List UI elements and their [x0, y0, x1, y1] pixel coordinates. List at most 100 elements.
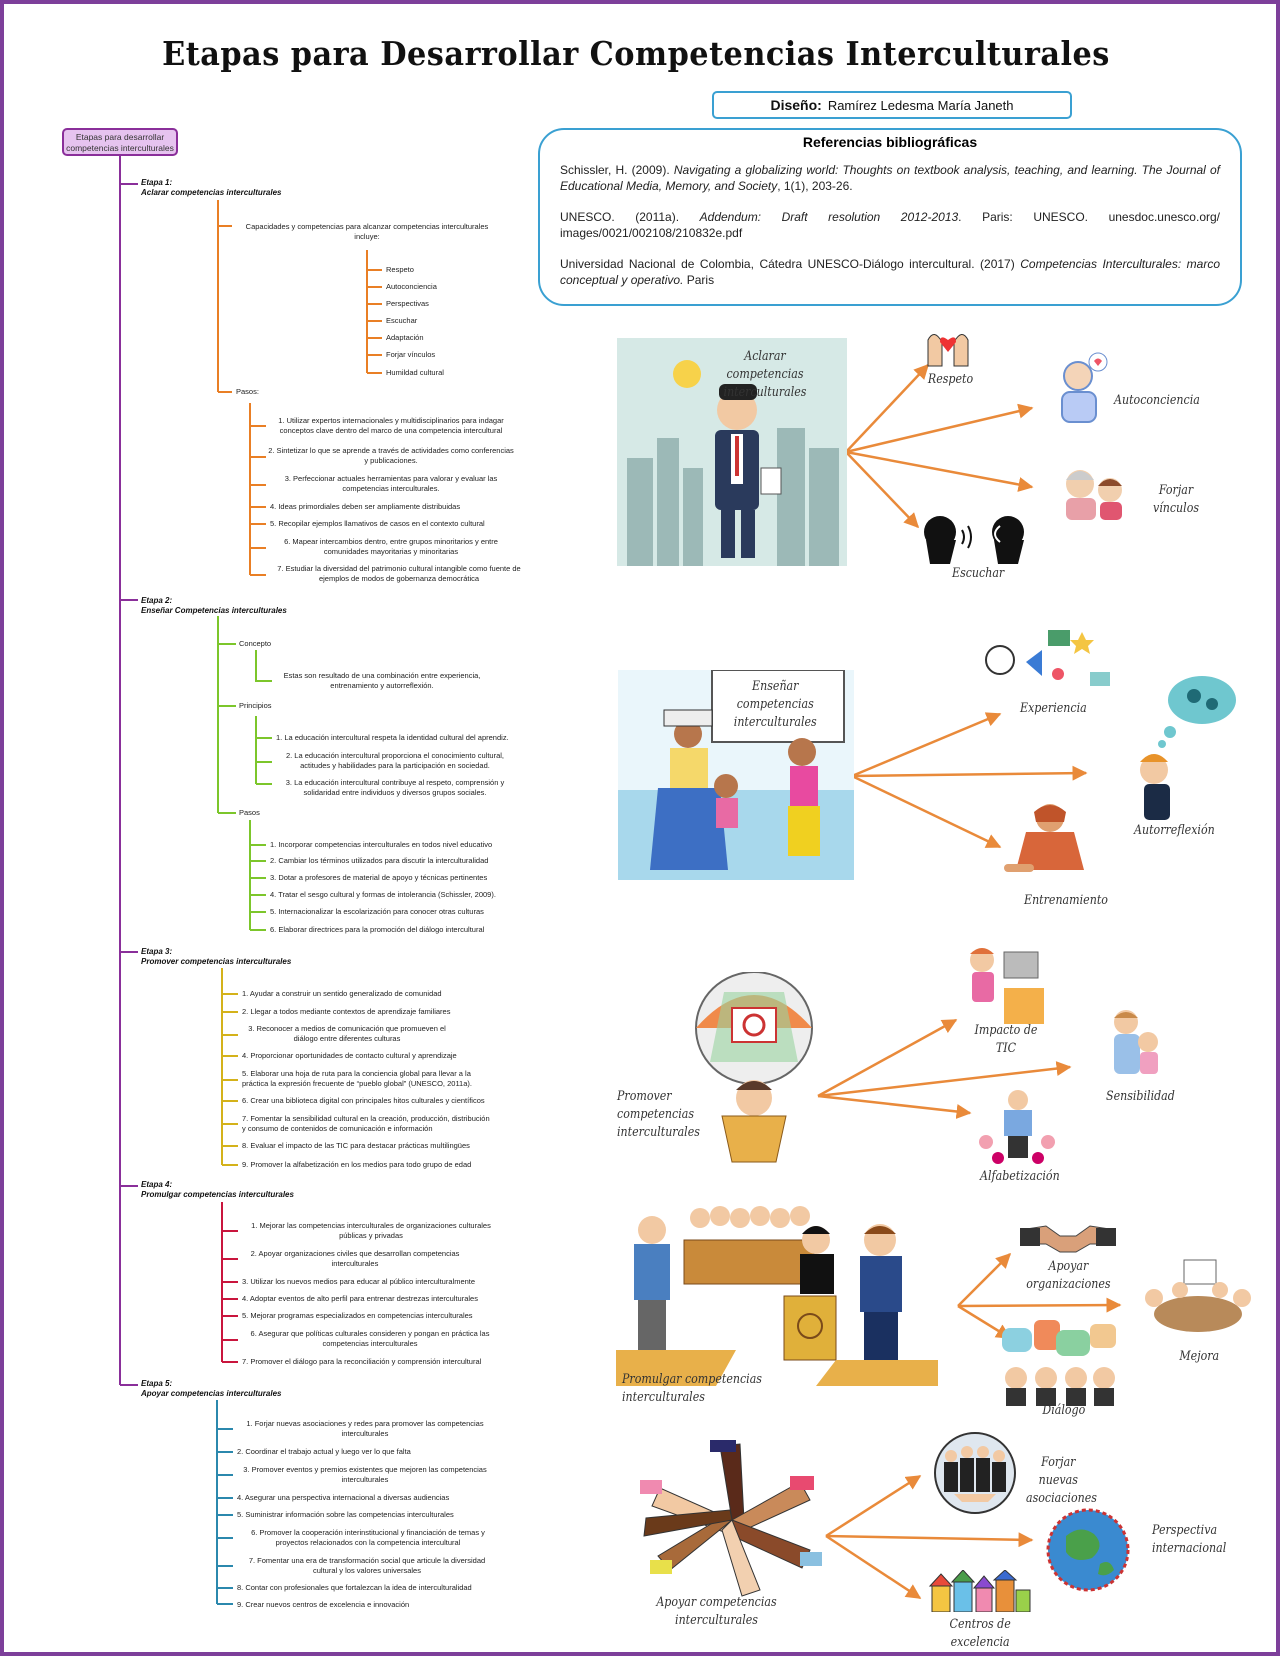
target-label: Forjar nuevas asociaciones: [1026, 1455, 1097, 1506]
step-item: 3. Dotar a profesores de material de apo…: [270, 873, 488, 882]
page-title: Etapas para Desarrollar Competencias Int…: [162, 34, 1110, 73]
teacher-illustration: [617, 338, 847, 566]
classroom-illustration: [618, 670, 854, 880]
training-icon: [1004, 804, 1084, 872]
reference-item: UNESCO. (2011a). Addendum: Draft resolut…: [560, 209, 1220, 241]
experience-icon: [985, 630, 1110, 686]
target-label: Escuchar: [952, 566, 1005, 581]
reference-text: Universidad Nacional de Colombia, Cátedr…: [560, 257, 1021, 271]
target-label: Impacto de TIC: [974, 1023, 1038, 1056]
step-item: 1. Forjar nuevas asociaciones y redes pa…: [246, 1419, 484, 1438]
target-label: Alfabetización: [980, 1169, 1060, 1184]
value-item: Adaptación: [386, 333, 424, 342]
sensitivity-icon: [1114, 1010, 1158, 1074]
step-item: 6. Promover la cooperación interinstituc…: [251, 1528, 485, 1547]
design-credit: Diseño: Ramírez Ledesma María Janeth: [712, 91, 1072, 119]
self-awareness-icon: [1061, 352, 1108, 423]
globe-icon: [1046, 1508, 1130, 1592]
target-label: Diálogo: [1042, 1403, 1086, 1418]
principle-item: 1. La educación intercultural respeta la…: [276, 733, 509, 742]
target-label: Entrenamiento: [1024, 893, 1108, 908]
target-label: Autorreflexión: [1134, 823, 1215, 838]
stage-3-subtitle: Promover competencias interculturales: [141, 957, 292, 966]
step-item: 6. Asegurar que políticas culturales con…: [250, 1329, 490, 1348]
stage-1-subtitle: Aclarar competencias interculturales: [141, 188, 282, 197]
value-item: Perspectivas: [386, 299, 429, 308]
step-item: 9. Promover la alfabetización en los med…: [242, 1160, 472, 1169]
step-item: 9. Crear nuevos centros de excelencia e …: [237, 1600, 410, 1609]
step-item: 5. Internacionalizar la escolarización p…: [270, 907, 484, 916]
step-item: 6. Elaborar directrices para la promoció…: [270, 925, 485, 934]
court-illustration: [616, 1200, 938, 1386]
stage-2-pasos-label: Pasos: [239, 808, 260, 817]
stage-5-title: Etapa 5:: [141, 1379, 173, 1388]
teamwork-icon: [1145, 1259, 1251, 1332]
target-label: Perspectiva internacional: [1152, 1523, 1227, 1556]
handshake-icon: [1020, 1225, 1116, 1253]
reference-text: . Paris: UNESCO. unesdoc.unesco.org/ ima…: [560, 210, 1220, 240]
references-box: Referencias bibliográficas Schissler, H.…: [538, 128, 1242, 306]
respect-hands-icon: [927, 334, 969, 367]
stages-tree: Etapas para desarrollar competencias int…: [0, 0, 560, 1656]
design-label: Diseño:: [770, 97, 822, 113]
stage-2-concepto: Estas son resultado de una combinación e…: [283, 671, 481, 690]
reference-text: , 1(1), 203-26.: [777, 179, 853, 193]
bonding-icon: [1066, 470, 1122, 520]
references-heading: Referencias bibliográficas: [802, 134, 978, 150]
step-item: 7. Promover el diálogo para la reconcili…: [242, 1357, 482, 1366]
stage-1-caption: Aclarar competencias interculturales: [723, 349, 807, 400]
stage-2-heading: Etapa 2:Enseñar Competencias intercultur…: [141, 596, 287, 616]
step-item: 2. Coordinar el trabajo actual y luego v…: [237, 1447, 411, 1456]
design-author: Ramírez Ledesma María Janeth: [827, 98, 1014, 113]
stage-2-title: Etapa 2:: [141, 596, 173, 605]
value-item: Forjar vínculos: [386, 350, 436, 359]
hands-illustration: [640, 1440, 822, 1597]
step-item: 6. Crear una biblioteca digital con prin…: [242, 1096, 485, 1105]
tree-root: Etapas para desarrollar competencias int…: [62, 128, 178, 156]
step-item: 6. Mapear intercambios dentro, entre gru…: [284, 537, 498, 556]
step-item: 7. Fomentar la sensibilidad cultural en …: [242, 1114, 490, 1133]
target-label: Autoconciencia: [1114, 393, 1200, 408]
target-label: Experiencia: [1020, 701, 1087, 716]
target-label: Apoyar organizaciones: [1026, 1259, 1111, 1292]
principle-item: 2. La educación intercultural proporcion…: [285, 751, 505, 770]
stage-2-concepto-label: Concepto: [239, 639, 272, 648]
step-item: 3. Perfeccionar actuales herramientas pa…: [284, 474, 498, 493]
balloon-illustration: [695, 972, 813, 1163]
step-item: 8. Evaluar el impacto de las TIC para de…: [242, 1141, 470, 1150]
step-item: 4. Adoptar eventos de alto perfil para e…: [242, 1294, 478, 1303]
value-item: Humildad cultural: [386, 368, 444, 377]
reference-title: Navigating a globalizing world: Thoughts…: [560, 163, 1221, 193]
stage-1-capacidades: Capacidades y competencias para alcanzar…: [245, 222, 489, 241]
step-item: 1. Mejorar las competencias intercultura…: [251, 1221, 491, 1240]
reference-text: Schissler, H. (2009).: [560, 163, 674, 177]
stage-2-subtitle: Enseñar Competencias interculturales: [141, 606, 287, 615]
lightbulb-icon: [673, 360, 701, 388]
step-item: 7. Fomentar una era de transformación so…: [248, 1556, 486, 1575]
principle-item: 3. La educación intercultural contribuye…: [285, 778, 505, 797]
step-item: 1. Utilizar expertos internacionales y m…: [278, 416, 504, 435]
step-item: 4. Ideas primordiales deben ser ampliame…: [270, 502, 461, 511]
step-item: 1. Ayudar a construir un sentido general…: [242, 989, 442, 998]
value-item: Autoconciencia: [386, 282, 437, 291]
target-label: Forjar vínculos: [1152, 483, 1200, 516]
step-item: 1. Incorporar competencias intercultural…: [270, 840, 493, 849]
reference-item: Schissler, H. (2009). Navigating a globa…: [560, 162, 1220, 194]
stage-2-principios-label: Principios: [239, 701, 272, 710]
step-item: 3. Promover eventos y premios existentes…: [243, 1465, 487, 1484]
step-item: 5. Suministrar información sobre las com…: [237, 1510, 454, 1519]
step-item: 2. Llegar a todos mediante contextos de …: [242, 1007, 451, 1016]
literacy-icon: [979, 1090, 1055, 1164]
dialogue-icon: [1002, 1320, 1116, 1406]
stage-5-heading: Etapa 5:Apoyar competencias intercultura…: [141, 1379, 282, 1399]
stage-3-caption: Promover competencias interculturales: [617, 1089, 700, 1140]
tree-connectors: [119, 156, 382, 1605]
stage-1-title: Etapa 1:: [141, 178, 173, 187]
stage-4-subtitle: Promulgar competencias interculturales: [141, 1190, 294, 1199]
step-item: 2. Sintetizar lo que se aprende a través…: [268, 446, 514, 465]
stage-3-heading: Etapa 3:Promover competencias intercultu…: [141, 947, 291, 967]
step-item: 7. Estudiar la diversidad del patrimonio…: [277, 564, 521, 583]
step-item: 5. Elaborar una hoja de ruta para la con…: [242, 1069, 472, 1088]
stage-1-pasos-label: Pasos:: [236, 387, 259, 396]
